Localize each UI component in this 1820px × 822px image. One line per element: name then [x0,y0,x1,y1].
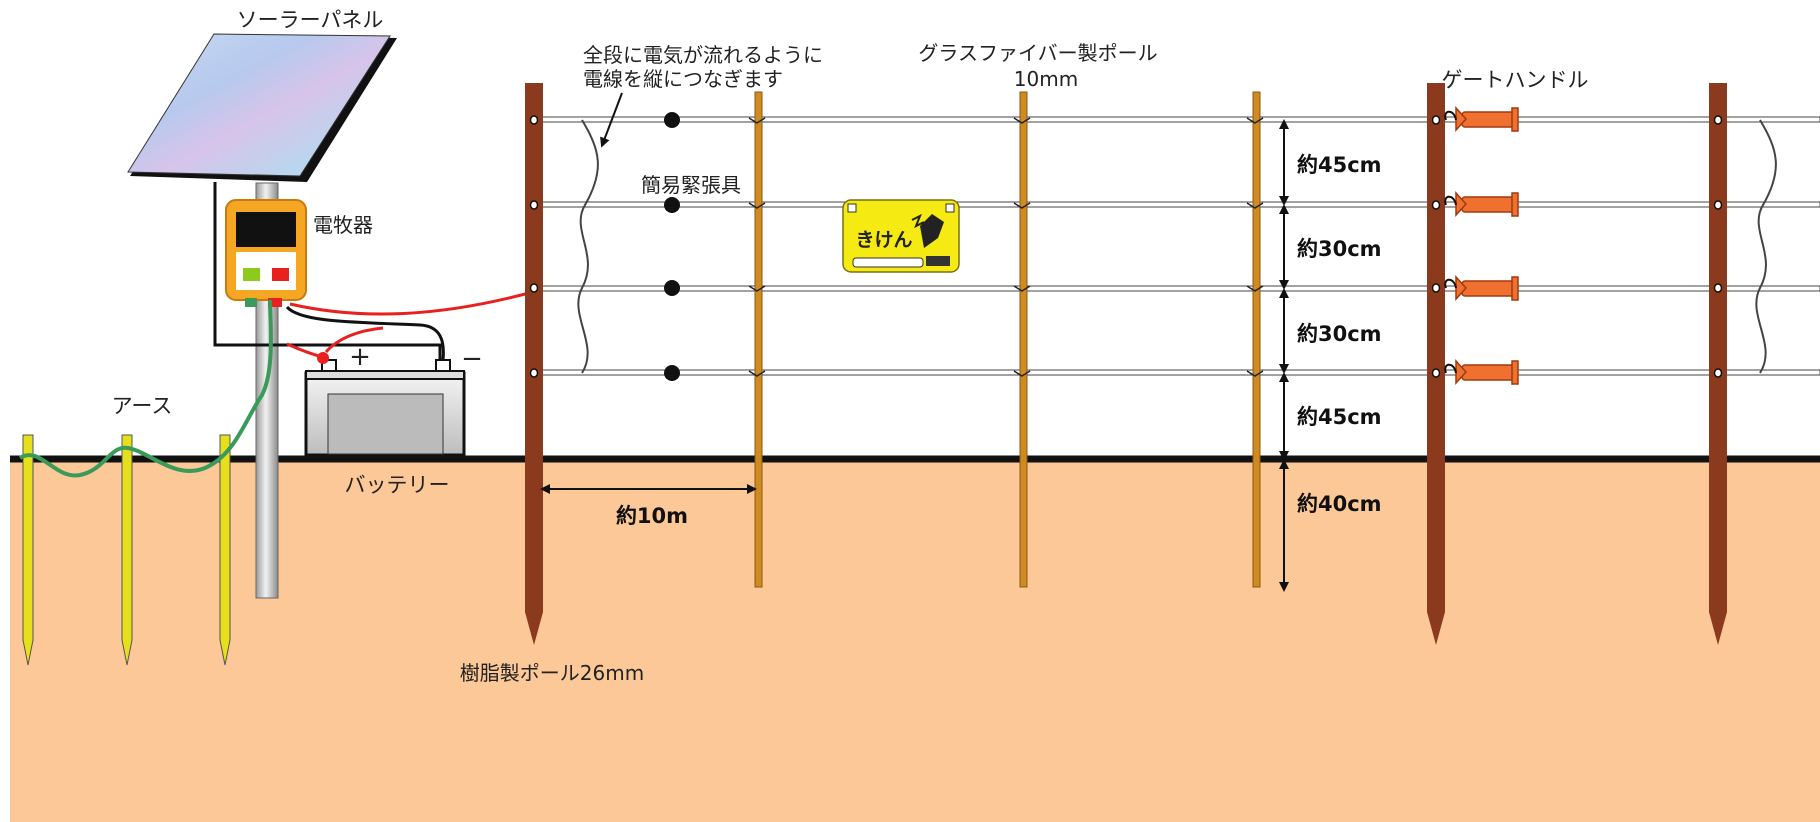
wire-gap-label-4: 約45cm [1297,405,1382,429]
vertical-wire-left [577,119,599,374]
warning-sign [842,199,960,273]
battery-negative-cable [285,305,445,361]
fiberglass-pole-label-line1: グラスファイバー製ポール [918,41,1157,65]
battery [304,359,466,457]
battery-positive-cable [324,326,384,354]
earth-rods [22,434,231,666]
solar-panel-label: ソーラーパネル [237,8,384,32]
vertical-wire-label-line1: 全段に電気が流れるように [583,43,823,67]
wire-gap-label-1: 約45cm [1297,153,1382,177]
solar-cable [213,182,442,360]
energizer [225,199,307,307]
battery-positive-terminal-dot [317,352,329,364]
earth-wire [18,299,273,478]
gate-handle-label: ゲートハンドル [1442,68,1589,92]
fiberglass-poles [748,91,1264,588]
ground [10,460,1820,822]
solar-panel [127,33,397,182]
vertical-wire-pointer [600,92,623,148]
fiberglass-pole-label-line2: 10mm [1014,67,1078,91]
tensioner-label: 簡易緊張具 [641,173,741,197]
warning-sign-text: きけん [855,229,912,251]
battery-label: バッテリー [345,473,450,497]
vertical-wire-right [1755,119,1777,374]
earth-label: アース [112,394,173,418]
wire-gap-label-2: 約30cm [1297,237,1382,261]
vertical-wire-label-line2: 電線を縦につなぎます [583,67,783,91]
pole-spacing-label: 約10m [616,504,688,528]
gate-handles [1444,106,1519,385]
resin-poles [525,83,1727,645]
resin-pole-label: 樹脂製ポール26mm [460,661,644,685]
energizer-label: 電牧器 [313,213,373,237]
fence-wires [534,116,1820,376]
live-wire [289,288,541,316]
ground-depth-label: 約40cm [1297,492,1382,516]
battery-plus-label: + [349,342,371,372]
battery-minus-label: − [461,344,483,374]
tensioners [664,112,680,381]
wire-gap-label-3: 約30cm [1297,322,1382,346]
